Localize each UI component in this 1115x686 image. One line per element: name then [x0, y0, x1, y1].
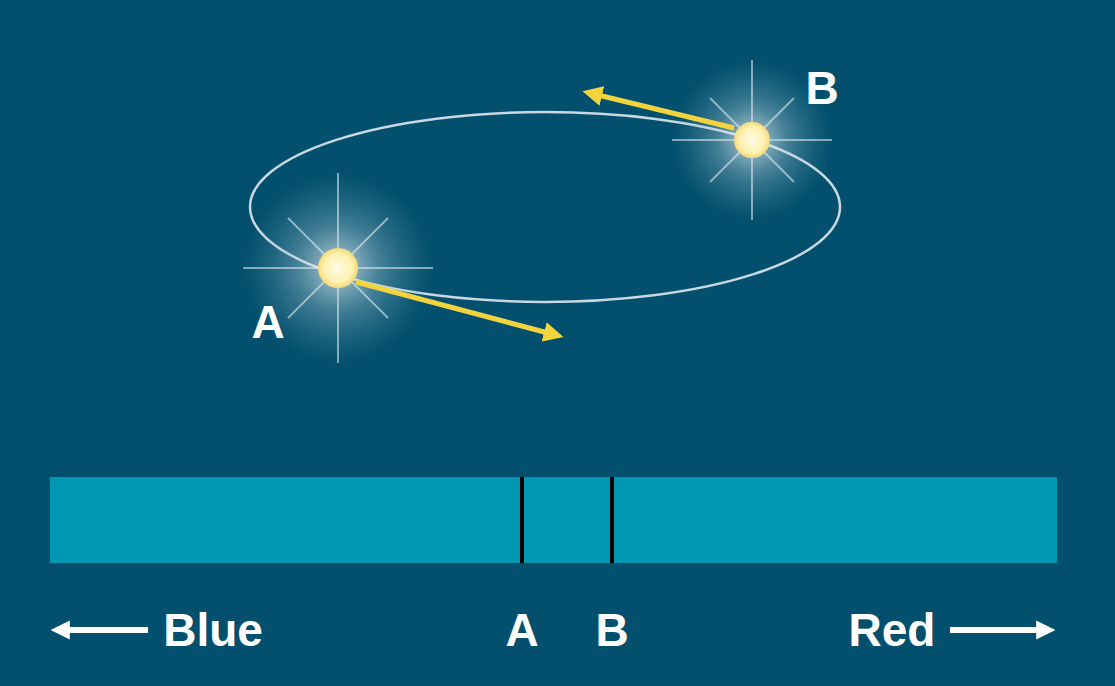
line-label: A — [505, 607, 538, 653]
spectrum-end-label: Blue — [163, 607, 263, 653]
star-label: A — [251, 299, 284, 345]
star-a — [243, 173, 433, 363]
spectral-line — [610, 477, 614, 563]
spectral-line — [520, 477, 524, 563]
line-label: B — [595, 607, 628, 653]
velocity-arrow — [598, 95, 734, 128]
velocity-arrow — [356, 282, 548, 333]
direction-arrow — [66, 627, 148, 633]
spectrum-bar — [50, 477, 1057, 563]
star-label: B — [805, 65, 838, 111]
spectrum-end-label: Red — [849, 607, 936, 653]
direction-arrow — [950, 627, 1040, 633]
